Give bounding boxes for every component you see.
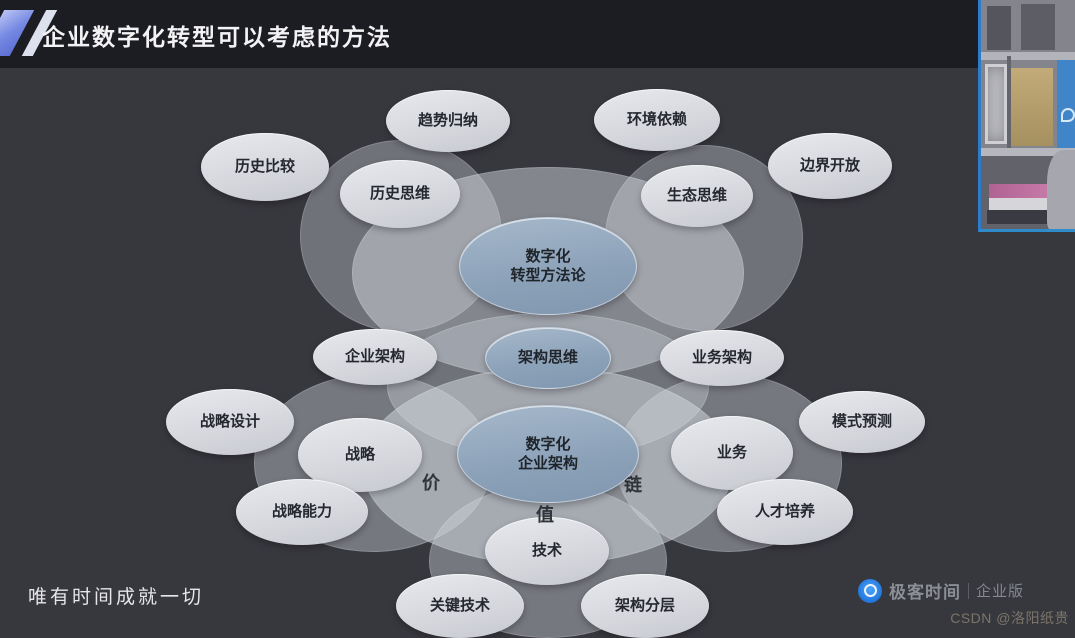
cardboard-box [1011, 68, 1053, 146]
value-chain-char-jia: 价 [422, 473, 440, 493]
shelf-compartment [1021, 4, 1055, 50]
node-label: 架构分层 [614, 597, 675, 615]
node-label-line2: 转型方法论 [510, 267, 586, 284]
node-digital-transformation-methodology: 数字化 转型方法论 [459, 217, 637, 315]
shelf-compartment [987, 6, 1011, 50]
page-title: 企业数字化转型可以考虑的方法 [42, 24, 392, 50]
node-label-line1: 数字化 [525, 247, 571, 265]
node-business-architecture: 业务架构 [660, 330, 784, 386]
node-label: 战略能力 [271, 503, 332, 521]
node-label: 历史思维 [369, 185, 430, 203]
csdn-watermark: CSDN @洛阳纸贵 [950, 610, 1069, 626]
value-chain-char-zhi: 值 [536, 505, 554, 525]
node-trend-induction: 趋势归纳 [386, 90, 510, 152]
shelf-compartment [985, 64, 1007, 144]
node-label: 边界开放 [799, 157, 860, 175]
node-strategy-capability: 战略能力 [236, 479, 368, 545]
value-chain-char-lian: 链 [624, 475, 642, 495]
node-label: 历史比较 [234, 158, 295, 176]
node-label: 战略设计 [199, 413, 260, 431]
geektime-brand: 极客时间 企业版 [858, 578, 1024, 603]
blue-poster [1057, 60, 1075, 150]
node-environment-dependence: 环境依赖 [594, 89, 720, 151]
person-silhouette [1047, 150, 1075, 229]
node-label: 生态思维 [666, 187, 727, 205]
title-bar: 企业数字化转型可以考虑的方法 [0, 0, 1075, 68]
node-talent-development: 人才培养 [717, 479, 853, 545]
node-architecture-layering: 架构分层 [581, 574, 709, 638]
books [989, 184, 1051, 198]
node-label: 架构思维 [517, 349, 578, 367]
brand-divider [968, 582, 969, 599]
node-label: 关键技术 [429, 597, 490, 615]
node-enterprise-architecture: 企业架构 [313, 329, 437, 385]
shelf-board [981, 52, 1075, 60]
shelf-post [1007, 56, 1011, 226]
node-label-line1: 数字化 [525, 435, 571, 453]
node-historical-thinking: 历史思维 [340, 160, 460, 228]
node-digital-enterprise-architecture: 数字化 企业架构 [457, 405, 639, 503]
node-label: 技术 [531, 542, 562, 560]
books [989, 198, 1059, 210]
node-label: 人才培养 [754, 503, 815, 521]
node-architecture-thinking: 架构思维 [485, 327, 611, 389]
brand-edition: 企业版 [976, 583, 1025, 600]
node-key-technology: 关键技术 [396, 574, 524, 638]
node-label: 模式预测 [831, 413, 892, 431]
node-label: 趋势归纳 [417, 112, 478, 130]
node-business: 业务 [671, 416, 793, 490]
node-label: 企业架构 [344, 348, 405, 366]
slogan-text: 唯有时间成就一切 [28, 587, 205, 608]
brand-name: 极客时间 [889, 583, 961, 602]
node-label-line2: 企业架构 [517, 455, 578, 472]
webcam-video [978, 0, 1075, 232]
node-ecosystem-thinking: 生态思维 [641, 165, 753, 227]
node-historical-comparison: 历史比较 [201, 133, 329, 201]
logo-ring [863, 584, 877, 597]
poster-glyph [1061, 108, 1075, 122]
node-strategy-design: 战略设计 [166, 389, 294, 455]
node-technology: 技术 [485, 517, 609, 585]
node-model-prediction: 模式预测 [799, 391, 925, 453]
books [987, 210, 1061, 224]
node-open-boundary: 边界开放 [768, 133, 892, 199]
shelf-board [981, 148, 1075, 156]
node-label: 战略 [344, 446, 375, 464]
geektime-logo-icon [858, 578, 882, 603]
node-label: 环境依赖 [626, 111, 687, 129]
node-label: 业务架构 [691, 349, 752, 367]
node-label: 业务 [716, 444, 747, 462]
